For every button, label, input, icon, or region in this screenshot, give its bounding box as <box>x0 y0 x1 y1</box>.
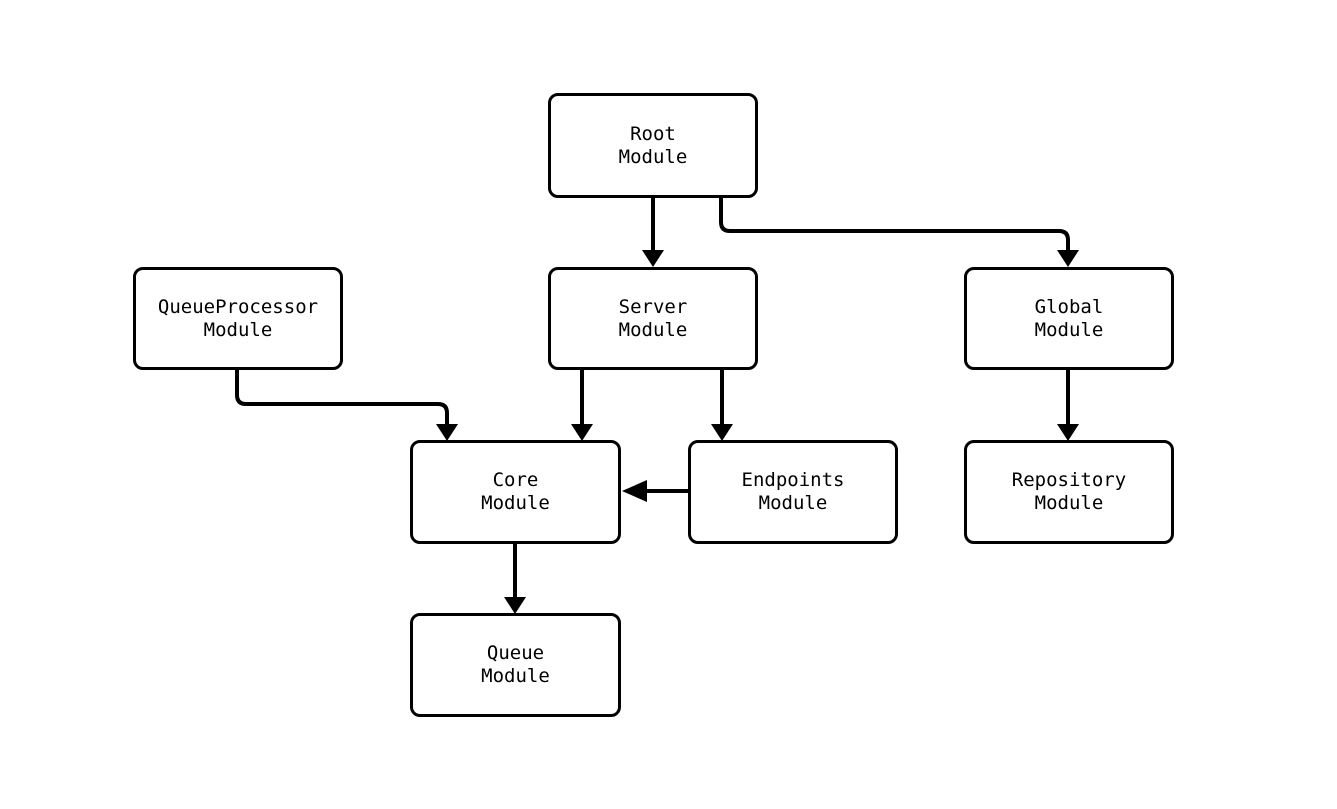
node-global-module-label: Global Module <box>1034 295 1104 341</box>
node-endpoints-module-label: Endpoints Module <box>741 469 845 514</box>
node-root-module-label: Root Module <box>618 122 688 168</box>
node-server-module-label: Server Module <box>618 295 688 341</box>
node-core-module-label: Core Module <box>481 469 550 514</box>
node-repository-module-label: Repository Module <box>1011 469 1127 514</box>
node-core-module[interactable]: Core Module <box>410 440 621 544</box>
node-queueprocessor-module-label: QueueProcessor Module <box>157 295 319 341</box>
edge-root-to-global <box>719 198 1079 267</box>
edge-endpoints-to-core <box>622 480 688 502</box>
node-queueprocessor-module[interactable]: QueueProcessor Module <box>133 267 343 370</box>
edge-global-to-repository <box>1057 370 1079 441</box>
edge-server-to-endpoints <box>711 370 733 441</box>
node-queue-module-label: Queue Module <box>481 642 550 687</box>
edge-root-to-server <box>642 198 664 267</box>
node-root-module[interactable]: Root Module <box>548 93 758 198</box>
node-endpoints-module[interactable]: Endpoints Module <box>688 440 898 544</box>
edge-server-to-core <box>571 370 593 441</box>
node-queue-module[interactable]: Queue Module <box>410 613 621 717</box>
node-global-module[interactable]: Global Module <box>964 267 1174 370</box>
node-repository-module[interactable]: Repository Module <box>964 440 1174 544</box>
edge-queueprocessor-to-core <box>235 370 458 441</box>
edge-core-to-queue <box>504 544 526 614</box>
node-server-module[interactable]: Server Module <box>548 267 758 370</box>
